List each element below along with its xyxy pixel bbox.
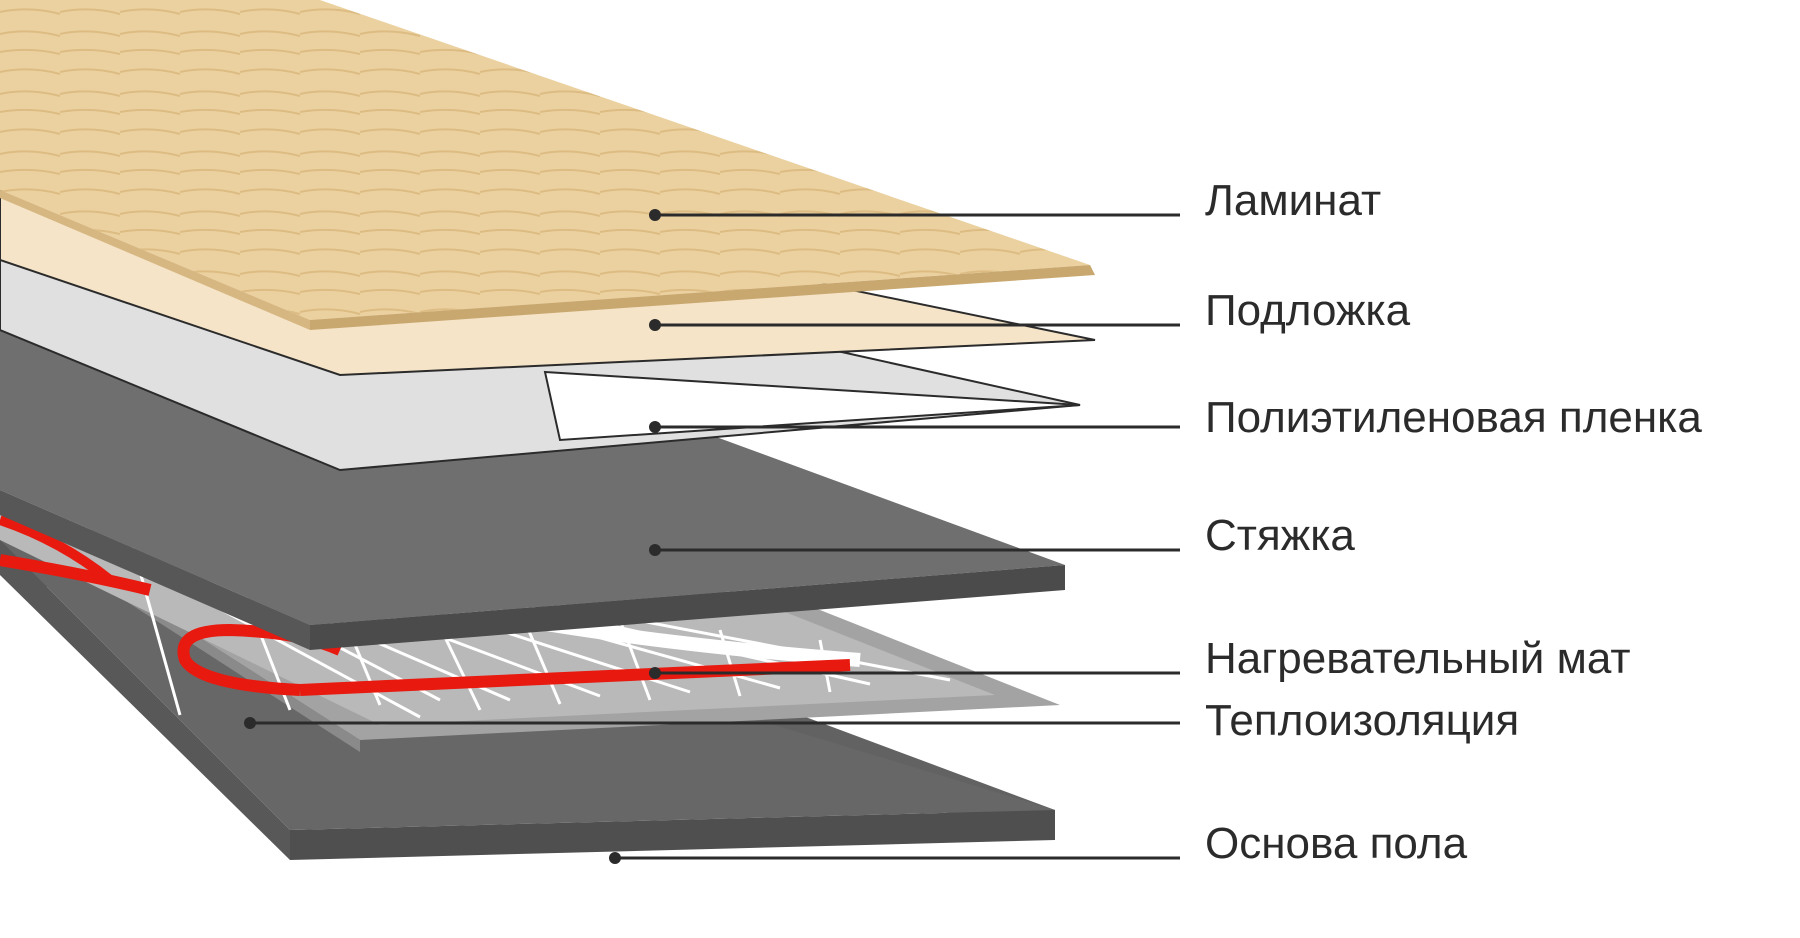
- label-laminate: Ламинат: [1205, 176, 1381, 225]
- leader-dot-laminate: [649, 209, 661, 221]
- leader-dot-screed: [649, 544, 661, 556]
- leader-lines: [244, 209, 1180, 864]
- label-base: Основа пола: [1205, 819, 1468, 868]
- label-heating-mat: Нагревательный мат: [1205, 634, 1631, 683]
- laminate-layer: [0, 0, 1095, 330]
- leader-dot-insulation: [244, 717, 256, 729]
- leader-dot-base: [609, 852, 621, 864]
- layer-labels: Ламинат Подложка Полиэтиленовая пленка С…: [1205, 176, 1702, 868]
- label-screed: Стяжка: [1205, 511, 1355, 560]
- label-film: Полиэтиленовая пленка: [1205, 393, 1702, 442]
- label-insulation: Теплоизоляция: [1205, 696, 1519, 745]
- leader-dot-heating-mat: [649, 667, 661, 679]
- leader-dot-film: [649, 421, 661, 433]
- leader-dot-underlay: [649, 319, 661, 331]
- label-underlay: Подложка: [1205, 286, 1411, 335]
